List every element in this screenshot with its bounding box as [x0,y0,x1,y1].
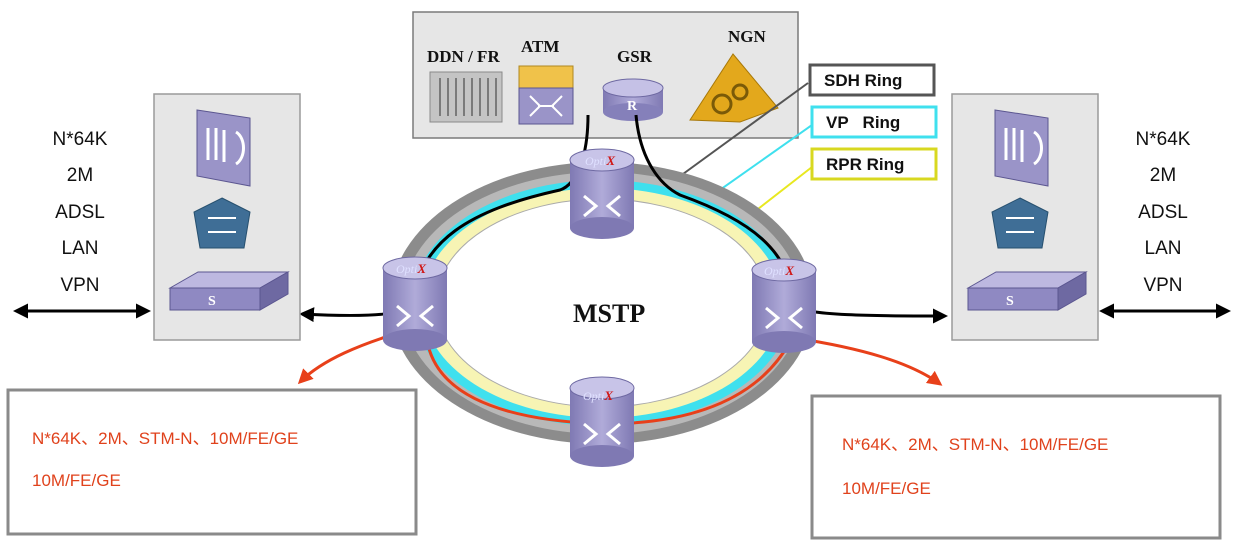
ngn-label: NGN [728,27,767,46]
optix-node-top: OptiX [569,148,635,239]
left-service-line2: 10M/FE/GE [32,471,121,490]
left-service-line1: N*64K、2M、STM-N、10M/FE/GE [32,429,298,448]
right-access-panel: S [951,93,1099,341]
left-interface-item: VPN [60,275,99,296]
left-interface-item: ADSL [55,202,105,223]
switch-letter: S [208,294,216,309]
ethernet-switch-icon: S [168,271,290,311]
access-router-icon [991,197,1049,249]
right-interface-item: ADSL [1138,202,1188,223]
svg-text:OptiX: OptiX [585,153,615,168]
mstp-ring: MSTP [390,162,814,444]
ddn-fr-label: DDN / FR [427,47,500,66]
left-interface-item: N*64K [53,129,108,150]
ddn-fr-device: DDN / FR [427,47,503,123]
svg-text:OptiX: OptiX [396,261,426,276]
gsr-label: GSR [617,47,653,66]
svg-text:OptiX: OptiX [583,388,613,403]
mstp-label: MSTP [573,299,645,328]
svg-text:SDH Ring: SDH Ring [824,71,902,90]
core-network-box: DDN / FR ATM GSR R NGN [412,11,799,139]
pbx-device-icon [994,109,1049,187]
right-interface-item: 2M [1150,165,1176,186]
ring-legend: SDH Ring VP Ring RPR Ring [671,63,938,238]
atm-switch-icon: ATM [518,37,574,125]
svg-text:OptiX: OptiX [764,263,794,278]
access-router-icon [193,197,251,249]
rpr-ring-label: RPR Ring [810,147,938,181]
ethernet-switch-icon: S [966,271,1088,311]
router-letter: R [627,99,638,114]
pbx-device-icon [196,109,251,187]
ngn-gear-icon: NGN [689,27,779,123]
optix-node-left: OptiX [382,256,448,351]
right-service-line2: 10M/FE/GE [842,479,931,498]
right-interface-item: VPN [1143,275,1182,296]
gsr-router-icon: GSR R [602,47,664,121]
right-service-line1: N*64K、2M、STM-N、10M/FE/GE [842,435,1108,454]
svg-text:VP Ring: VP Ring [826,113,900,132]
left-interface-item: LAN [62,238,99,259]
sdh-ring-label: SDH Ring [808,63,936,97]
right-interface-list: N*64K 2M ADSL LAN VPN [1136,129,1191,296]
svg-text:RPR Ring: RPR Ring [826,155,904,174]
optix-node-right: OptiX [751,258,817,353]
optix-node-bottom: OptiX [569,376,635,467]
left-interface-list: N*64K 2M ADSL LAN VPN [53,129,108,296]
right-interface-item: N*64K [1136,129,1191,150]
left-service-box: N*64K、2M、STM-N、10M/FE/GE 10M/FE/GE [6,388,418,536]
left-access-panel: S [153,93,301,341]
svg-text:S: S [1006,294,1014,309]
left-interface-item: 2M [67,165,93,186]
right-interface-item: LAN [1145,238,1182,259]
atm-label: ATM [521,37,559,56]
vp-ring-label: VP Ring [810,105,938,139]
right-service-box: N*64K、2M、STM-N、10M/FE/GE 10M/FE/GE [810,394,1222,540]
